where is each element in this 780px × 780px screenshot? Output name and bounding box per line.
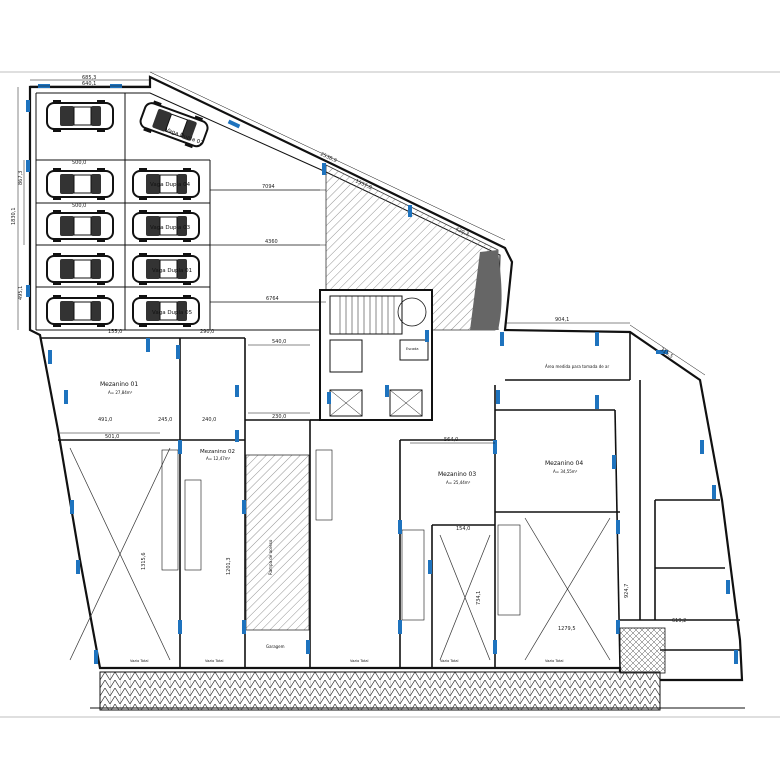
dimension-label: 1315,6 xyxy=(141,553,147,571)
dimension-label: 6764 xyxy=(266,296,279,302)
dimension-label: 1279,5 xyxy=(558,626,576,632)
unit-area: A= 34,55m² xyxy=(553,469,578,474)
dimension-label: 240,0 xyxy=(202,417,216,423)
dimension-label: 155,0 xyxy=(108,329,122,335)
void-markers xyxy=(69,447,611,661)
dimension-label: 924,7 xyxy=(624,584,630,598)
void-label: Vazio Total xyxy=(350,659,369,663)
dimension-label: 7094 xyxy=(262,184,275,190)
parking-label: Vaga Dupla 04 xyxy=(150,182,191,188)
car-icon xyxy=(45,253,115,285)
unit-area: A= 27,84m² xyxy=(108,390,133,395)
unit-area: A= 12,47m² xyxy=(206,456,231,461)
car-icon xyxy=(45,100,115,132)
stair-core xyxy=(319,289,433,421)
dimension-label: 495,1 xyxy=(18,286,24,300)
void-label: Vazio Total xyxy=(545,659,564,663)
dimension-label: 4360 xyxy=(265,239,278,245)
dimension-label: 245,0 xyxy=(158,417,172,423)
dimension-label: 540,0 xyxy=(272,339,286,345)
unit-name: Mezanino 04 xyxy=(545,460,583,467)
unit-name: Mezanino 01 xyxy=(100,381,138,388)
garage-ramp-hatch xyxy=(245,454,310,631)
ramp-label: Rampa de acesso xyxy=(268,539,273,575)
void-label: Vazio Total xyxy=(205,659,224,663)
dimension-label: 500,0 xyxy=(72,203,86,209)
parking-label: Vaga Dupla 03 xyxy=(150,225,191,231)
unit-area: A= 25,44m² xyxy=(446,480,471,485)
dimension-label: 491,0 xyxy=(98,417,112,423)
void-label: Vazio Total xyxy=(130,659,149,663)
interior-walls xyxy=(40,332,740,669)
dimension-lines xyxy=(17,71,706,444)
parking-label: Vaga Dupla 05 xyxy=(152,310,193,316)
dimension-label: 867,3 xyxy=(18,171,24,185)
building-outline xyxy=(28,75,744,682)
dimension-label: 685,3 xyxy=(82,75,96,81)
dimension-label: 420,3 xyxy=(454,226,470,237)
car-icon xyxy=(45,168,115,200)
void-label: Vazio Total xyxy=(440,659,459,663)
sidewalk-paving xyxy=(99,671,661,711)
unit-name: Mezanino 03 xyxy=(438,471,476,478)
ramp-curve xyxy=(470,250,502,330)
dimension-label: 1830,1 xyxy=(11,208,17,226)
garage-label: Garagem xyxy=(266,644,285,649)
dimension-label: 904,1 xyxy=(555,317,569,323)
dimension-label: 230,0 xyxy=(272,414,286,420)
dimension-label: 501,0 xyxy=(105,434,119,440)
dimension-label: 734,1 xyxy=(476,591,482,605)
dimension-label: 564,0 xyxy=(444,437,458,443)
dimension-label: 619,2 xyxy=(672,618,686,624)
dimension-label: 154,0 xyxy=(456,526,470,532)
street-note: Área medida para tomada de ar xyxy=(545,364,609,369)
sidewalk-corner xyxy=(619,627,666,674)
stair-label: Escada xyxy=(406,347,418,351)
car-icon xyxy=(45,295,115,327)
window-markers xyxy=(26,84,738,664)
dimension-label: 290,0 xyxy=(200,329,214,335)
dimension-label: 500,0 xyxy=(72,160,86,166)
parking-label: Vaga Dupla 01 xyxy=(152,268,192,274)
car-icon xyxy=(45,210,115,242)
unit-name: Mezanino 02 xyxy=(200,449,235,455)
dimension-label: 640,1 xyxy=(82,81,96,87)
unit-stairs xyxy=(161,449,521,621)
parked-cars xyxy=(45,97,212,327)
dimension-label: 1201,3 xyxy=(226,558,232,576)
